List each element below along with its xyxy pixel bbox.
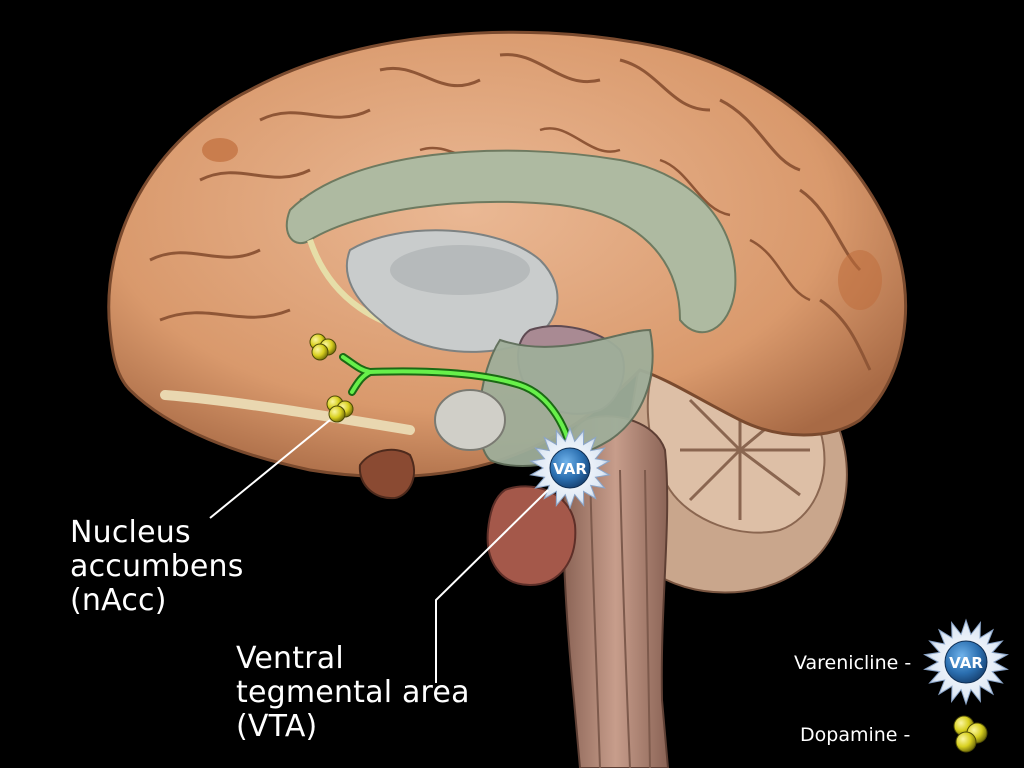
vta-label-line-2: tegmental area (236, 675, 470, 710)
mesolimbic-pathway (339, 353, 576, 466)
nacc-label-line-2: accumbens (70, 549, 244, 584)
vta-label: Ventral tegmental area (VTA) (236, 642, 470, 744)
legend-dopamine-icon (953, 715, 988, 753)
legend-varenicline-label: Varenicline - (794, 652, 912, 674)
vta-label-line-1: Ventral (236, 641, 344, 676)
olfactory-tract (160, 390, 415, 500)
vta-label-line-3: (VTA) (236, 709, 318, 744)
nacc-label-line-1: Nucleus (70, 515, 191, 550)
nacc-leader-line (209, 419, 331, 519)
nacc-label: Nucleus accumbens (nAcc) (70, 516, 244, 618)
vta-leader-line (435, 489, 549, 683)
legend-dopamine-label: Dopamine - (800, 724, 911, 746)
dopamine-cluster-upper (309, 333, 337, 361)
nacc-label-line-3: (nAcc) (70, 583, 167, 618)
thalamus (345, 229, 654, 467)
varenicline-marker: VAR (529, 426, 611, 510)
dopamine-cluster-lower (326, 395, 354, 423)
brainstem (486, 415, 670, 768)
legend-varenicline-icon-text: VAR (949, 654, 983, 672)
varenicline-marker-text: VAR (553, 460, 587, 478)
legend-varenicline-icon: VAR (923, 618, 1009, 706)
